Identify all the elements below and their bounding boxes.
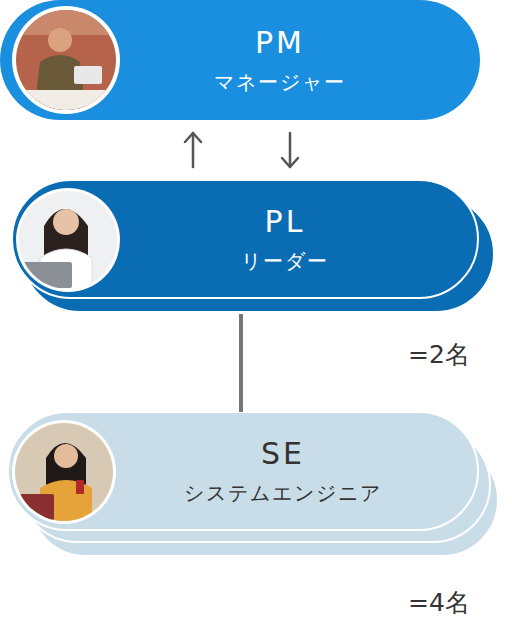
role-abbrev: PM xyxy=(255,24,305,62)
role-box: PM マネージャー xyxy=(0,0,480,120)
headcount-label: =4名 xyxy=(408,588,470,618)
role-box: PL リーダー xyxy=(12,180,478,298)
se-pill xyxy=(8,412,478,530)
connector-arrow xyxy=(282,133,298,167)
role-name: マネージャー xyxy=(214,68,346,96)
connector-line xyxy=(241,314,242,412)
role-name: システムエンジニア xyxy=(184,479,382,507)
person-photo xyxy=(12,420,118,528)
role-abbrev: SE xyxy=(261,435,305,473)
role-abbrev: PL xyxy=(265,203,306,241)
pl-pill xyxy=(12,180,478,298)
role-box: SE システムエンジニア xyxy=(8,412,478,530)
headcount-label: =2名 xyxy=(408,340,470,370)
pm-pill xyxy=(0,0,480,120)
person-photo xyxy=(15,188,121,298)
role-name: リーダー xyxy=(241,247,329,275)
person-photo xyxy=(10,5,122,120)
connector-arrow xyxy=(185,133,201,167)
